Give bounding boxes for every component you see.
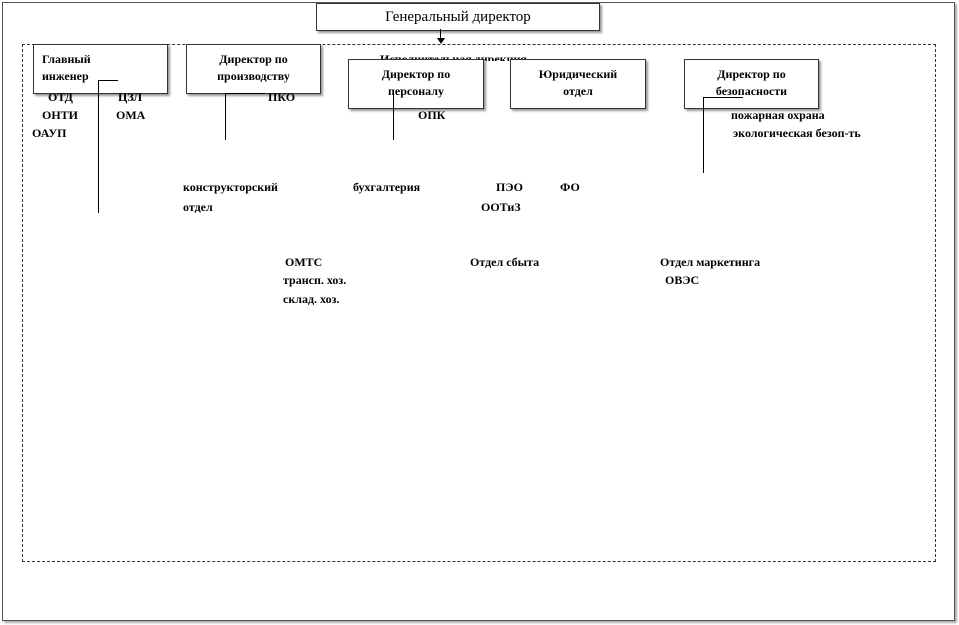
unit-warehouse: склад. хоз. [283, 292, 340, 306]
unit-oaup: ОАУП [32, 126, 67, 140]
production-director-box: Директор по производству [186, 44, 321, 94]
unit-oves: ОВЭС [665, 273, 700, 287]
unit-oma: ОМА [116, 108, 146, 122]
unit-otd: ОТД [48, 90, 73, 104]
security-director-box: Директор по безопасности [684, 59, 819, 109]
hr-director-line1: Директор по [381, 67, 451, 81]
ceo-box: Генеральный директор [316, 3, 600, 31]
unit-marketing: Отдел маркетинга [660, 255, 761, 269]
unit-pko: ПКО [268, 90, 296, 104]
chief-engineer-box: Главный инженер [33, 44, 168, 94]
hr-director-vline [393, 95, 394, 140]
unit-peo: ПЭО [496, 180, 523, 194]
unit-ootiz: ООТиЗ [481, 200, 521, 214]
executive-directorate-boundary [22, 44, 936, 562]
security-director-vline [703, 97, 704, 173]
unit-transport: трансп. хоз. [283, 273, 347, 287]
arrow-down-icon [437, 38, 445, 44]
chief-engineer-line2: инженер [42, 69, 89, 83]
executive-directorate-label: Исполнительная дирекция [380, 52, 527, 61]
legal-department-line1: Юридический [538, 67, 618, 81]
chief-engineer-hline [98, 80, 118, 81]
security-director-hline [703, 97, 743, 98]
unit-onti: ОНТИ [42, 108, 79, 122]
ceo-label: Генеральный директор [385, 9, 531, 25]
hr-director-line2: персоналу [388, 84, 444, 98]
unit-opk: ОПК [418, 108, 446, 122]
unit-fo: ФО [560, 180, 580, 194]
legal-department-box: Юридический отдел [510, 59, 646, 109]
chief-engineer-line1: Главный [42, 52, 91, 66]
production-director-line2: производству [217, 69, 290, 83]
security-director-line1: Директор по [717, 67, 786, 81]
design-dept-line1: конструкторский [183, 180, 278, 194]
unit-omts: ОМТС [285, 255, 323, 269]
unit-environmental-safety: экологическая безоп-ть [733, 126, 861, 140]
chief-engineer-vline [98, 80, 99, 213]
production-director-hline [225, 93, 265, 94]
unit-fire-protection: пожарная охрана [731, 108, 825, 122]
ceo-connector [440, 29, 441, 41]
unit-czl: ЦЗЛ [118, 90, 143, 104]
design-dept-line2: отдел [183, 200, 213, 214]
unit-sales: Отдел сбыта [470, 255, 540, 269]
production-director-line1: Директор по [219, 52, 288, 66]
legal-department-line2: отдел [563, 84, 593, 98]
hr-director-box: Директор по персоналу [348, 59, 484, 109]
security-director-line2: безопасности [715, 84, 788, 98]
production-director-vline [225, 93, 226, 140]
unit-accounting: бухгалтерия [353, 180, 421, 194]
